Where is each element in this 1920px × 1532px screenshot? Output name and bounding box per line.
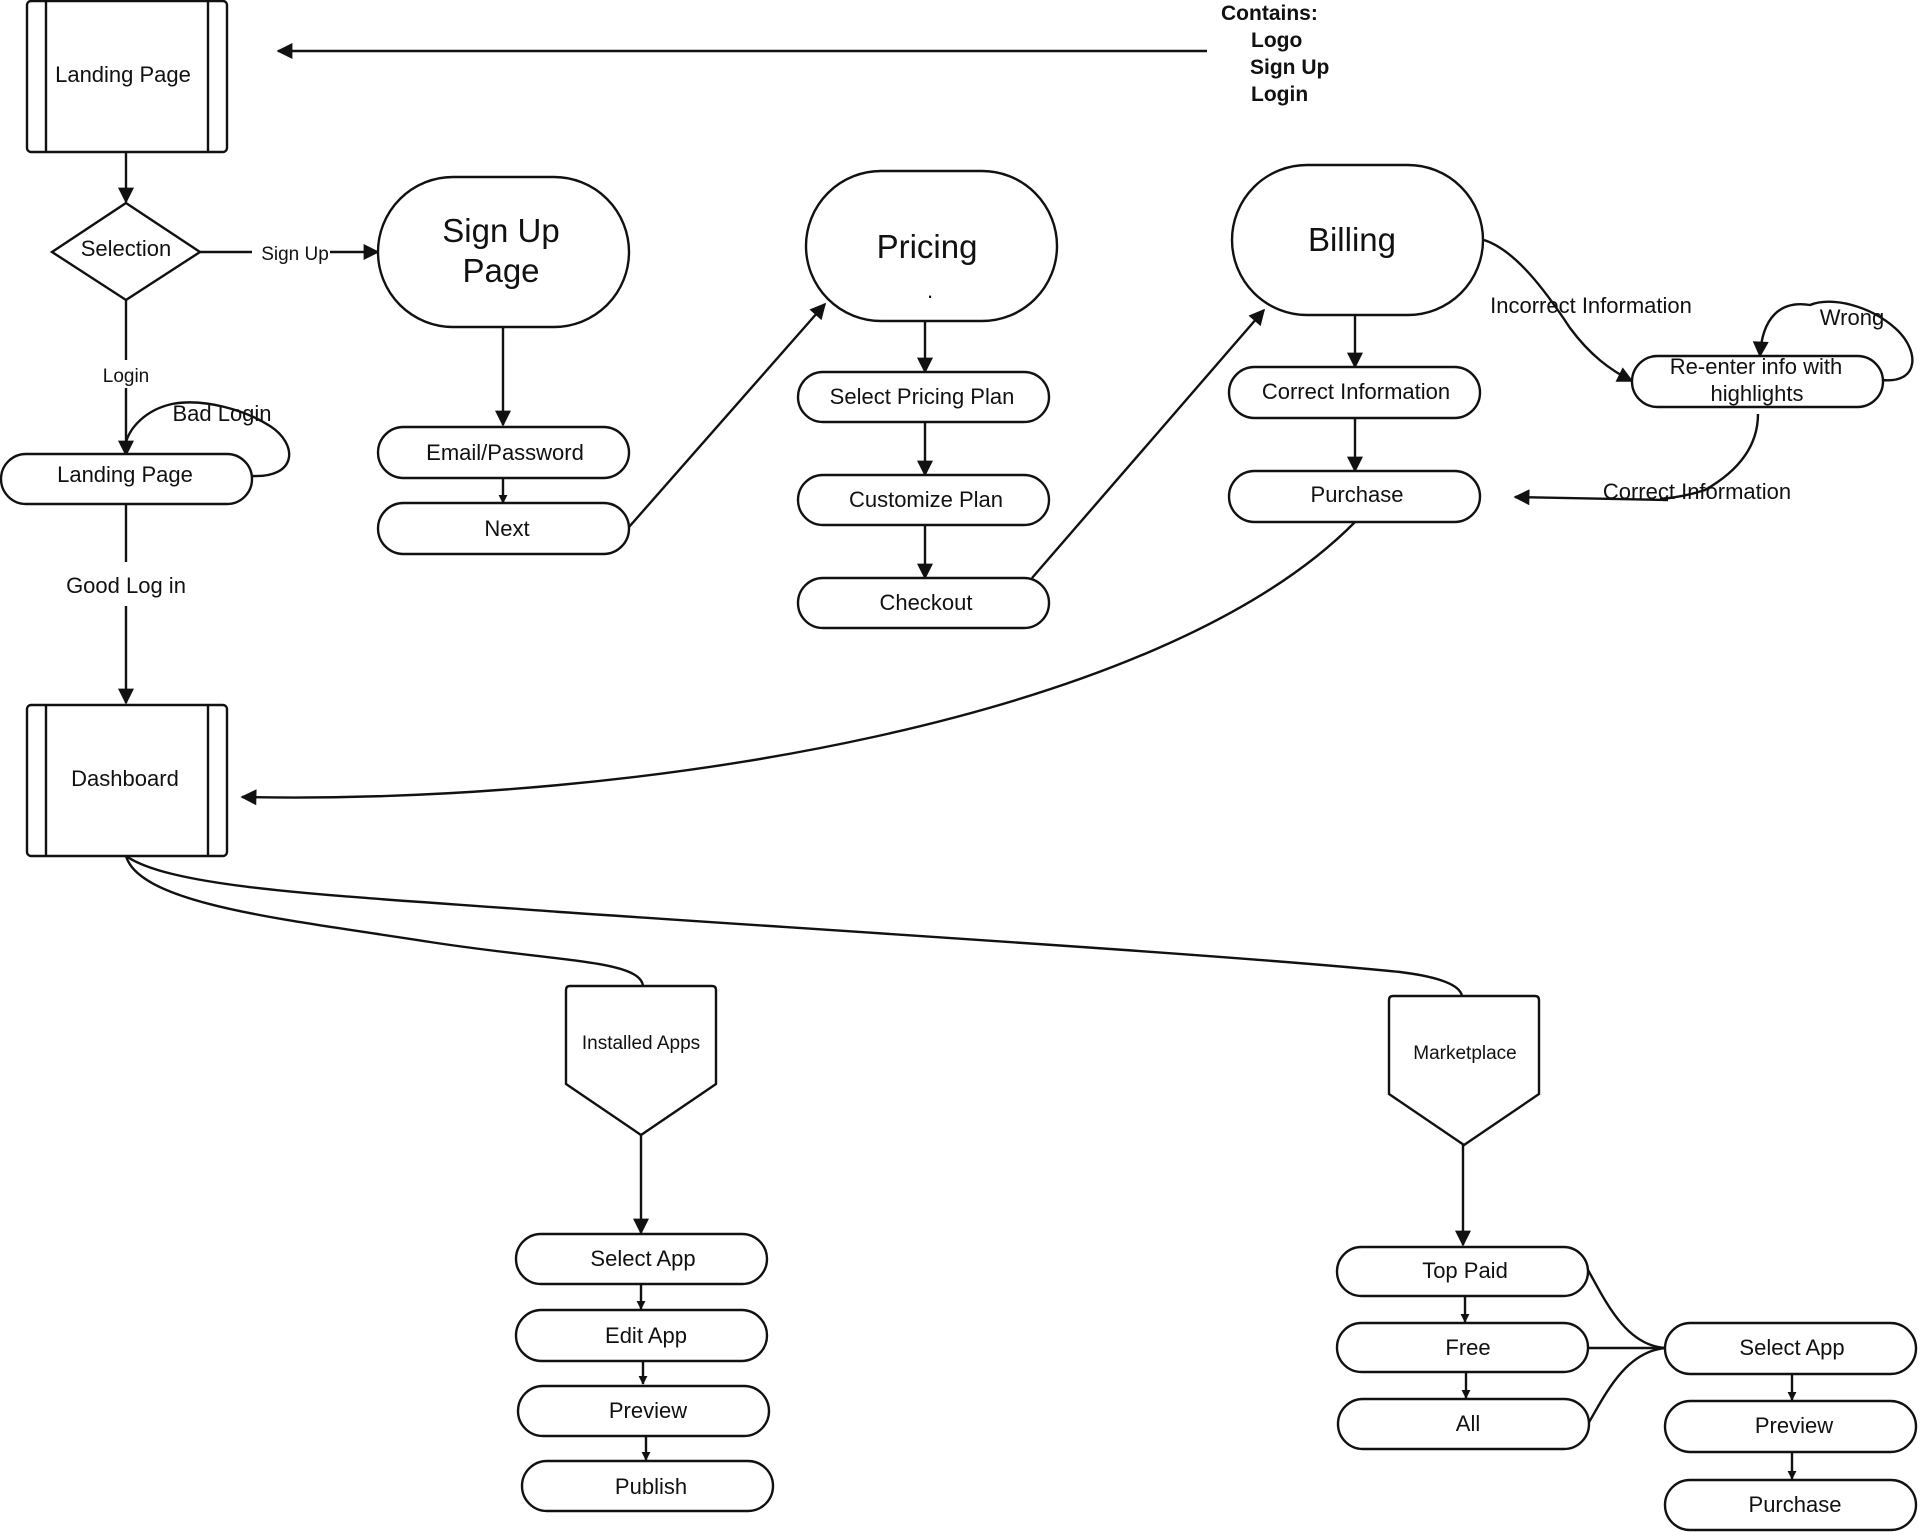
preview-installed-node: Preview	[516, 1384, 771, 1438]
top-paid-to-select-app-line	[1586, 1269, 1666, 1350]
select-pricing-plan-node: Select Pricing Plan	[796, 370, 1051, 424]
checkout-label: Checkout	[880, 590, 973, 615]
select-pricing-plan-label: Select Pricing Plan	[830, 384, 1015, 409]
reenter-to-purchase-arrow	[1513, 489, 1669, 506]
dashboard-node: Dashboard	[25, 703, 229, 858]
connectors	[118, 43, 1914, 1480]
publish-node: Publish	[520, 1459, 775, 1513]
next-to-pricing-arrow	[628, 302, 827, 528]
signup-page-node: Sign Up Page	[376, 175, 631, 329]
publish-label: Publish	[615, 1474, 687, 1499]
top-paid-node: Top Paid	[1335, 1245, 1590, 1298]
signup-page-label: Sign Up	[442, 212, 559, 249]
billing-to-reenter-arrow	[1483, 238, 1634, 383]
all-to-select-app-line	[1586, 1346, 1666, 1425]
installed-apps-label: Installed Apps	[582, 1033, 700, 1054]
email-password-label: Email/Password	[426, 440, 584, 465]
edge-labels: Sign Up Login Bad Login Good Log in Inco…	[66, 244, 1884, 598]
free-node: Free	[1335, 1321, 1590, 1374]
login-edge-label: Login	[103, 366, 150, 387]
edit-app-label: Edit App	[605, 1323, 687, 1348]
next-label: Next	[484, 516, 529, 541]
marketplace-node: Marketplace	[1387, 994, 1541, 1147]
all-label: All	[1456, 1411, 1480, 1436]
email-password-node: Email/Password	[376, 425, 631, 480]
wrong-edge-label: Wrong	[1820, 305, 1884, 330]
pricing-dot: .	[927, 278, 933, 303]
free-label: Free	[1445, 1335, 1490, 1360]
correct-information-edge-label: Correct Information	[1603, 479, 1791, 504]
purchase-to-dashboard-arrow	[240, 521, 1356, 806]
edit-app-node: Edit App	[514, 1308, 769, 1363]
purchase-market-label: Purchase	[1749, 1492, 1842, 1517]
bad-login-loop	[124, 401, 291, 478]
pricing-label: Pricing	[877, 228, 978, 265]
top-paid-label: Top Paid	[1422, 1258, 1508, 1283]
correct-information-node: Correct Information	[1227, 365, 1482, 420]
checkout-node: Checkout	[796, 576, 1051, 630]
reenter-info-label: Re-enter info with	[1670, 354, 1842, 379]
select-app-installed-node: Select App	[514, 1232, 769, 1286]
preview-installed-label: Preview	[609, 1398, 687, 1423]
bad-login-edge-label: Bad Login	[172, 401, 271, 426]
landing-page-login-label: Landing Page	[57, 462, 193, 487]
note-item: Login	[1251, 83, 1308, 106]
billing-node: Billing	[1230, 163, 1485, 317]
landing-page-login-node: Landing Page	[0, 452, 254, 506]
billing-label: Billing	[1308, 221, 1396, 258]
purchase-billing-node: Purchase	[1227, 469, 1482, 524]
correct-information-label: Correct Information	[1262, 379, 1450, 404]
wrong-loop	[1752, 300, 1914, 382]
reenter-info-label: highlights	[1711, 381, 1804, 406]
signup-page-label: Page	[462, 252, 539, 289]
purchase-billing-label: Purchase	[1311, 482, 1404, 507]
select-app-market-label: Select App	[1739, 1335, 1844, 1360]
purchase-market-node: Purchase	[1663, 1478, 1918, 1532]
note-item: Sign Up	[1250, 56, 1329, 79]
sign-up-edge-label: Sign Up	[261, 244, 329, 265]
customize-plan-node: Customize Plan	[796, 473, 1051, 527]
installed-apps-node: Installed Apps	[564, 984, 718, 1137]
preview-market-label: Preview	[1755, 1413, 1833, 1438]
reenter-to-correct-curve	[1659, 413, 1760, 501]
selection-label: Selection	[81, 236, 172, 261]
select-app-market-node: Select App	[1663, 1321, 1918, 1376]
pricing-node: Pricing .	[804, 169, 1059, 323]
note-item: Logo	[1251, 29, 1302, 52]
note-heading: Contains:	[1221, 2, 1318, 25]
checkout-to-billing-arrow	[1031, 308, 1266, 579]
contains-note: Contains: Logo Sign Up Login	[1221, 2, 1329, 106]
dashboard-label: Dashboard	[71, 766, 179, 791]
incorrect-information-edge-label: Incorrect Information	[1490, 293, 1692, 318]
select-app-installed-label: Select App	[590, 1246, 695, 1271]
next-node: Next	[376, 501, 631, 556]
customize-plan-label: Customize Plan	[849, 487, 1003, 512]
all-node: All	[1336, 1397, 1591, 1451]
good-log-in-edge-label: Good Log in	[66, 573, 186, 598]
preview-market-node: Preview	[1663, 1399, 1918, 1454]
selection-decision-node: Selection	[49, 201, 203, 302]
landing-page-node: Landing Page	[25, 0, 229, 154]
dashboard-to-marketplace-line	[125, 855, 1464, 997]
marketplace-label: Marketplace	[1413, 1043, 1517, 1064]
landing-page-label: Landing Page	[55, 62, 191, 87]
reenter-info-node: Re-enter info with highlights	[1630, 354, 1885, 409]
dashboard-to-installed-apps-line	[124, 855, 645, 987]
